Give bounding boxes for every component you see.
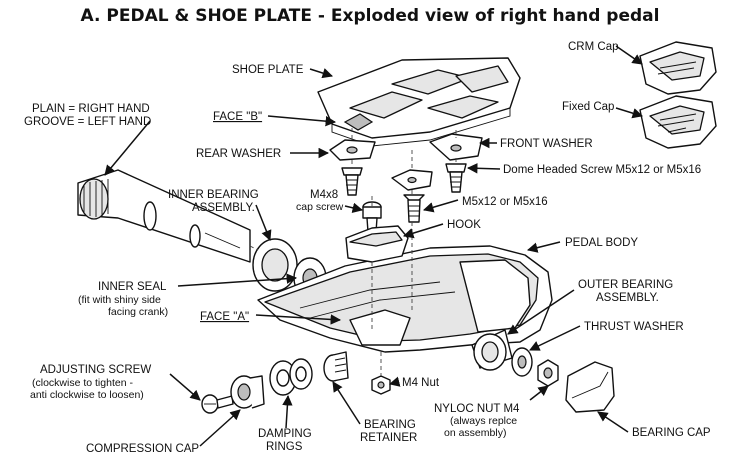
labels: SHOE PLATE FACE "B" REAR WASHER FRONT WA… bbox=[24, 41, 711, 455]
rear-washer bbox=[329, 139, 376, 161]
crm-cap-inset bbox=[639, 41, 717, 95]
label-crm-cap: CRM Cap bbox=[568, 41, 618, 53]
label-compression-cap: COMPRESSION CAP bbox=[86, 443, 199, 455]
label-nyloc-3: on assembly) bbox=[444, 427, 506, 439]
label-outer-bearing-2: ASSEMBLY. bbox=[596, 292, 659, 304]
label-inner-bearing-1: INNER BEARING bbox=[168, 189, 259, 201]
label-inner-bearing-2: ASSEMBLY. bbox=[192, 202, 255, 214]
damping-ring-2 bbox=[289, 358, 313, 390]
dome-screw-rear bbox=[341, 167, 363, 196]
label-bearing-cap: BEARING CAP bbox=[632, 427, 711, 439]
fixed-cap-inset bbox=[639, 95, 717, 149]
label-nyloc-1: NYLOC NUT M4 bbox=[434, 403, 520, 415]
m5-screw bbox=[403, 194, 425, 223]
hook bbox=[345, 225, 409, 263]
label-face-a: FACE "A" bbox=[200, 311, 249, 323]
label-inner-seal-3: facing crank) bbox=[108, 306, 168, 318]
label-adjusting-screw-2: (clockwise to tighten - bbox=[32, 377, 133, 389]
middle-washer bbox=[391, 169, 433, 191]
label-plain-right-hand: PLAIN = RIGHT HAND bbox=[32, 103, 150, 115]
shoe-plate bbox=[317, 57, 521, 147]
dome-screw-front bbox=[445, 163, 467, 193]
label-m4x8: M4x8 bbox=[310, 189, 338, 201]
label-dome-screw: Dome Headed Screw M5x12 or M5x16 bbox=[503, 164, 701, 176]
label-hook: HOOK bbox=[447, 219, 481, 231]
label-face-b: FACE "B" bbox=[213, 111, 262, 123]
adjusting-screw bbox=[201, 394, 234, 414]
label-damping-rings-1: DAMPING bbox=[258, 428, 312, 440]
label-inner-seal-2: (fit with shiny side bbox=[78, 294, 161, 306]
label-inner-seal-1: INNER SEAL bbox=[98, 281, 167, 293]
nyloc-nut bbox=[537, 359, 559, 387]
label-m4-nut: M4 Nut bbox=[402, 377, 440, 389]
label-damping-rings-2: RINGS bbox=[266, 441, 303, 453]
label-rear-washer: REAR WASHER bbox=[196, 148, 281, 160]
label-adjusting-screw-3: anti clockwise to loosen) bbox=[30, 389, 144, 401]
label-m5x12: M5x12 or M5x16 bbox=[462, 196, 548, 208]
m4-nut bbox=[371, 375, 391, 395]
bearing-cap bbox=[565, 361, 615, 413]
bearing-retainer bbox=[323, 351, 349, 382]
label-adjusting-screw-1: ADJUSTING SCREW bbox=[40, 364, 151, 376]
label-bearing-retainer-2: RETAINER bbox=[360, 432, 417, 444]
label-fixed-cap: Fixed Cap bbox=[562, 101, 614, 113]
compression-cap bbox=[230, 375, 265, 409]
thrust-washer bbox=[511, 347, 533, 377]
label-front-washer: FRONT WASHER bbox=[500, 138, 593, 150]
label-m4x8-cap-screw: cap screw bbox=[296, 201, 344, 213]
diagram-title: A. PEDAL & SHOE PLATE - Exploded view of… bbox=[80, 6, 660, 26]
label-thrust-washer: THRUST WASHER bbox=[584, 321, 684, 333]
leader-arrows bbox=[104, 45, 644, 447]
label-nyloc-2: (always replce bbox=[450, 415, 517, 427]
label-pedal-body: PEDAL BODY bbox=[565, 237, 638, 249]
spindle bbox=[77, 169, 251, 263]
label-groove-left-hand: GROOVE = LEFT HAND bbox=[24, 116, 151, 128]
label-shoe-plate: SHOE PLATE bbox=[232, 64, 304, 76]
label-outer-bearing-1: OUTER BEARING bbox=[578, 279, 673, 291]
label-bearing-retainer-1: BEARING bbox=[364, 419, 416, 431]
